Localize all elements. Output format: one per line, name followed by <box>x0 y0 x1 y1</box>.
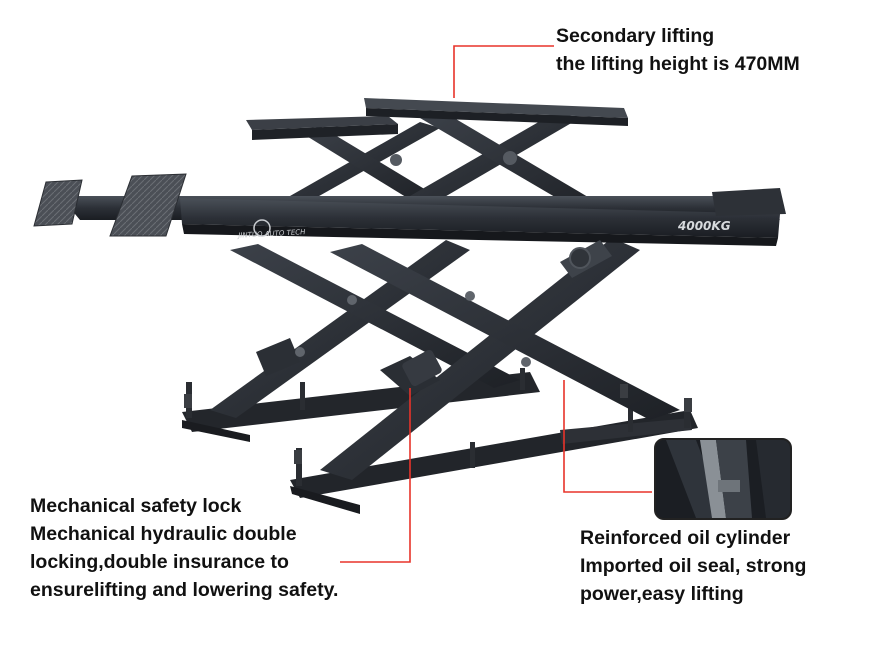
callout-right-line1: Reinforced oil cylinder <box>580 527 791 549</box>
leader-left <box>340 388 411 563</box>
beam-branding: JINTUO AUTO TECH 4000KG <box>236 219 731 240</box>
cylinder-closeup-image <box>656 440 790 518</box>
leader-top <box>453 45 554 98</box>
callout-right-line2: Imported oil seal, strong <box>580 555 807 577</box>
capacity-label: 4000KG <box>677 219 731 233</box>
callout-top-line1: Secondary lifting <box>556 25 715 47</box>
leveling-feet <box>184 384 692 464</box>
callout-leaders <box>340 45 652 563</box>
brand-label: JINTUO AUTO TECH <box>236 228 306 240</box>
callout-secondary-lifting: Secondary lifting the lifting height is … <box>556 22 800 78</box>
callout-left-line4: ensurelifting and lowering safety. <box>30 579 339 601</box>
hydraulic-cylinders <box>295 240 612 367</box>
callout-oil-cylinder: Reinforced oil cylinder Imported oil sea… <box>580 524 806 608</box>
callout-left-line2: Mechanical hydraulic double <box>30 523 297 545</box>
callout-left-line1: Mechanical safety lock <box>30 495 242 517</box>
cylinder-closeup-inset <box>654 438 792 520</box>
callout-safety-lock: Mechanical safety lock Mechanical hydrau… <box>30 492 338 604</box>
callout-top-line2: the lifting height is 470MM <box>556 53 800 75</box>
main-runway <box>60 188 786 246</box>
callout-left-line3: locking,double insurance to <box>30 551 289 573</box>
approach-ramps <box>33 173 187 237</box>
callout-right-line3: power,easy lifting <box>580 583 744 605</box>
secondary-platforms <box>246 98 628 140</box>
front-scissor-arms <box>320 238 680 480</box>
secondary-lift-scissors <box>290 112 610 214</box>
front-base-frame <box>290 398 698 514</box>
gear-logo-icon <box>253 219 271 237</box>
leader-right <box>563 380 652 493</box>
